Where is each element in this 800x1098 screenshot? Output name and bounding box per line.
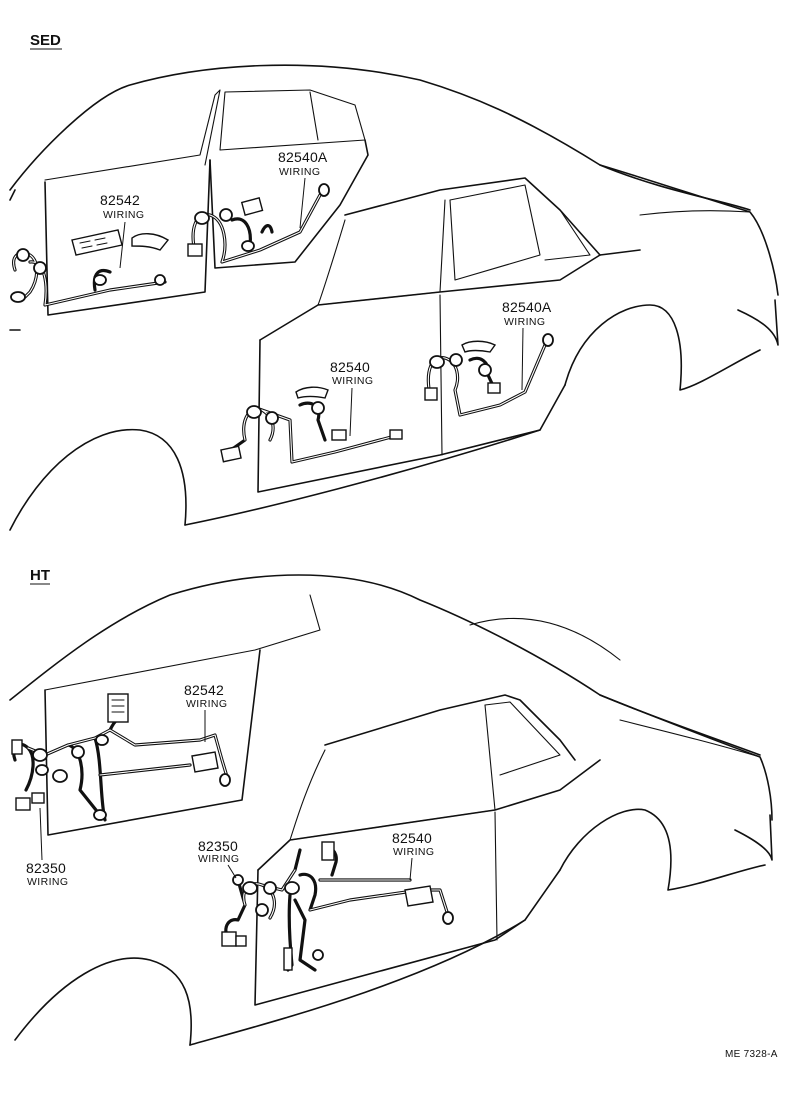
ht-callout-82540: 82540 WIRING [392, 830, 434, 881]
sed-82540-number: 82540 [330, 359, 370, 375]
sedan-section: SED [9, 32, 779, 531]
sed-callout-82540: 82540 WIRING [330, 359, 373, 437]
ht-82540-name: WIRING [393, 846, 434, 858]
ht-82542-name: WIRING [186, 698, 227, 710]
sed-82542-number: 82542 [100, 192, 140, 208]
ht-callout-82350-rear: 82350 WIRING [26, 807, 68, 888]
sed-callout-82542: 82542 WIRING [100, 192, 144, 269]
sed-82540A-front-name: WIRING [504, 316, 545, 328]
ht-callout-82542: 82542 WIRING [184, 682, 227, 742]
sed-82540A-rear-number: 82540A [278, 149, 328, 165]
sed-82542-name: WIRING [103, 209, 144, 221]
ht-82350-front-number: 82350 [198, 838, 238, 854]
ht-harness-82542 [11, 693, 231, 822]
sed-harness-82540A-front [424, 333, 554, 417]
ht-82350-rear-name: WIRING [27, 876, 68, 888]
sed-callout-82540A-rear: 82540A WIRING [278, 149, 328, 229]
sed-harness-82542 [10, 229, 170, 307]
diagram-code: ME 7328-A [725, 1049, 778, 1060]
ht-82542-number: 82542 [184, 682, 224, 698]
ht-callout-82350-front: 82350 WIRING [198, 838, 239, 879]
ht-82350-rear-number: 82350 [26, 860, 66, 876]
hardtop-car-body [9, 574, 773, 1046]
hardtop-section: HT [9, 567, 773, 1046]
sed-82540A-front-number: 82540A [502, 299, 552, 315]
ht-82540-number: 82540 [392, 830, 432, 846]
sed-harness-82540A-rear [187, 183, 330, 264]
ht-82350-front-name: WIRING [198, 853, 239, 865]
hardtop-section-title: HT [30, 567, 50, 584]
sed-harness-82540 [220, 386, 403, 464]
sed-callout-82540A-front: 82540A WIRING [502, 299, 552, 391]
sed-82540A-rear-name: WIRING [279, 166, 320, 178]
sedan-car-body [9, 64, 779, 531]
sed-82540-name: WIRING [332, 375, 373, 387]
ht-harness-82540 [221, 841, 454, 972]
sedan-section-title: SED [30, 32, 61, 49]
